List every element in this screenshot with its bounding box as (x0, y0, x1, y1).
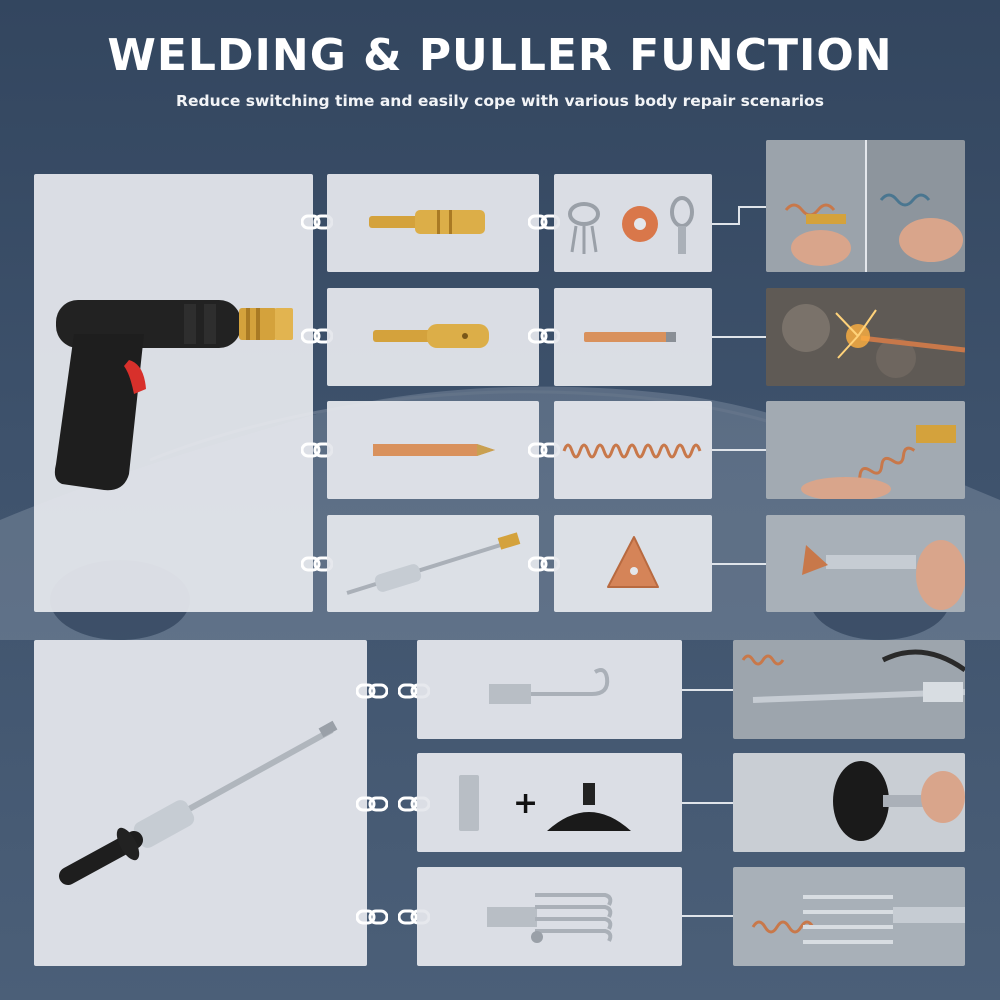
triangle-tip-image (607, 536, 659, 588)
connector-line (738, 206, 766, 208)
chain-link-icon (356, 683, 388, 699)
photo-pulling-wire (766, 140, 965, 272)
hex-nut-icon (459, 775, 479, 831)
connector-line (682, 802, 733, 804)
slide-hammer-card (34, 640, 367, 966)
slide-hammer-mini-card (327, 515, 539, 612)
photo-triangle-weld (766, 515, 965, 612)
copper-tip-image (373, 444, 495, 456)
photo-suction-cup (733, 753, 965, 852)
connector-line (682, 689, 733, 691)
page-subtitle: Reduce switching time and easily cope wi… (176, 92, 824, 110)
suction-cup-icon (547, 812, 631, 831)
chain-link-icon (356, 909, 388, 925)
connector-line (712, 449, 766, 451)
multi-hook-claw-card (417, 867, 682, 966)
connector-line (712, 223, 740, 225)
copper-tip-card (327, 401, 539, 499)
chain-link-icon (356, 796, 388, 812)
copper-rod-card (554, 288, 712, 386)
welding-gun-image (54, 300, 293, 491)
copper-spring-wire-image (562, 443, 702, 459)
connector-line (682, 915, 733, 917)
washers-and-pins-image (568, 196, 694, 254)
page-title: WELDING & PULLER FUNCTION (107, 30, 893, 81)
connector-line (712, 563, 766, 565)
triangle-tip-card (554, 515, 712, 612)
copper-rod-image (584, 332, 676, 342)
welding-gun-card (34, 174, 313, 612)
photo-hook-pull (733, 640, 965, 739)
slide-hammer-mini-image (346, 532, 521, 595)
brass-adapter-short-image (369, 210, 485, 234)
photo-sparks (766, 288, 965, 386)
brass-adapter-collet-card (327, 288, 539, 386)
connector-line (712, 336, 766, 338)
nut-plus-suction-cup-card: + (417, 753, 682, 852)
copper-spring-wire-card (554, 401, 712, 499)
brass-adapter-short-card (327, 174, 539, 272)
slide-hammer-image (59, 720, 338, 885)
photo-spring-weld (766, 401, 965, 499)
brass-adapter-collet-image (373, 324, 489, 348)
photo-multi-hook (733, 867, 965, 966)
hook-image (489, 668, 610, 704)
multi-hook-claw-image (487, 893, 613, 943)
hook-card (417, 640, 682, 739)
plus-icon: + (513, 786, 538, 821)
washers-and-pins-card (554, 174, 712, 272)
connector-line (738, 206, 740, 225)
